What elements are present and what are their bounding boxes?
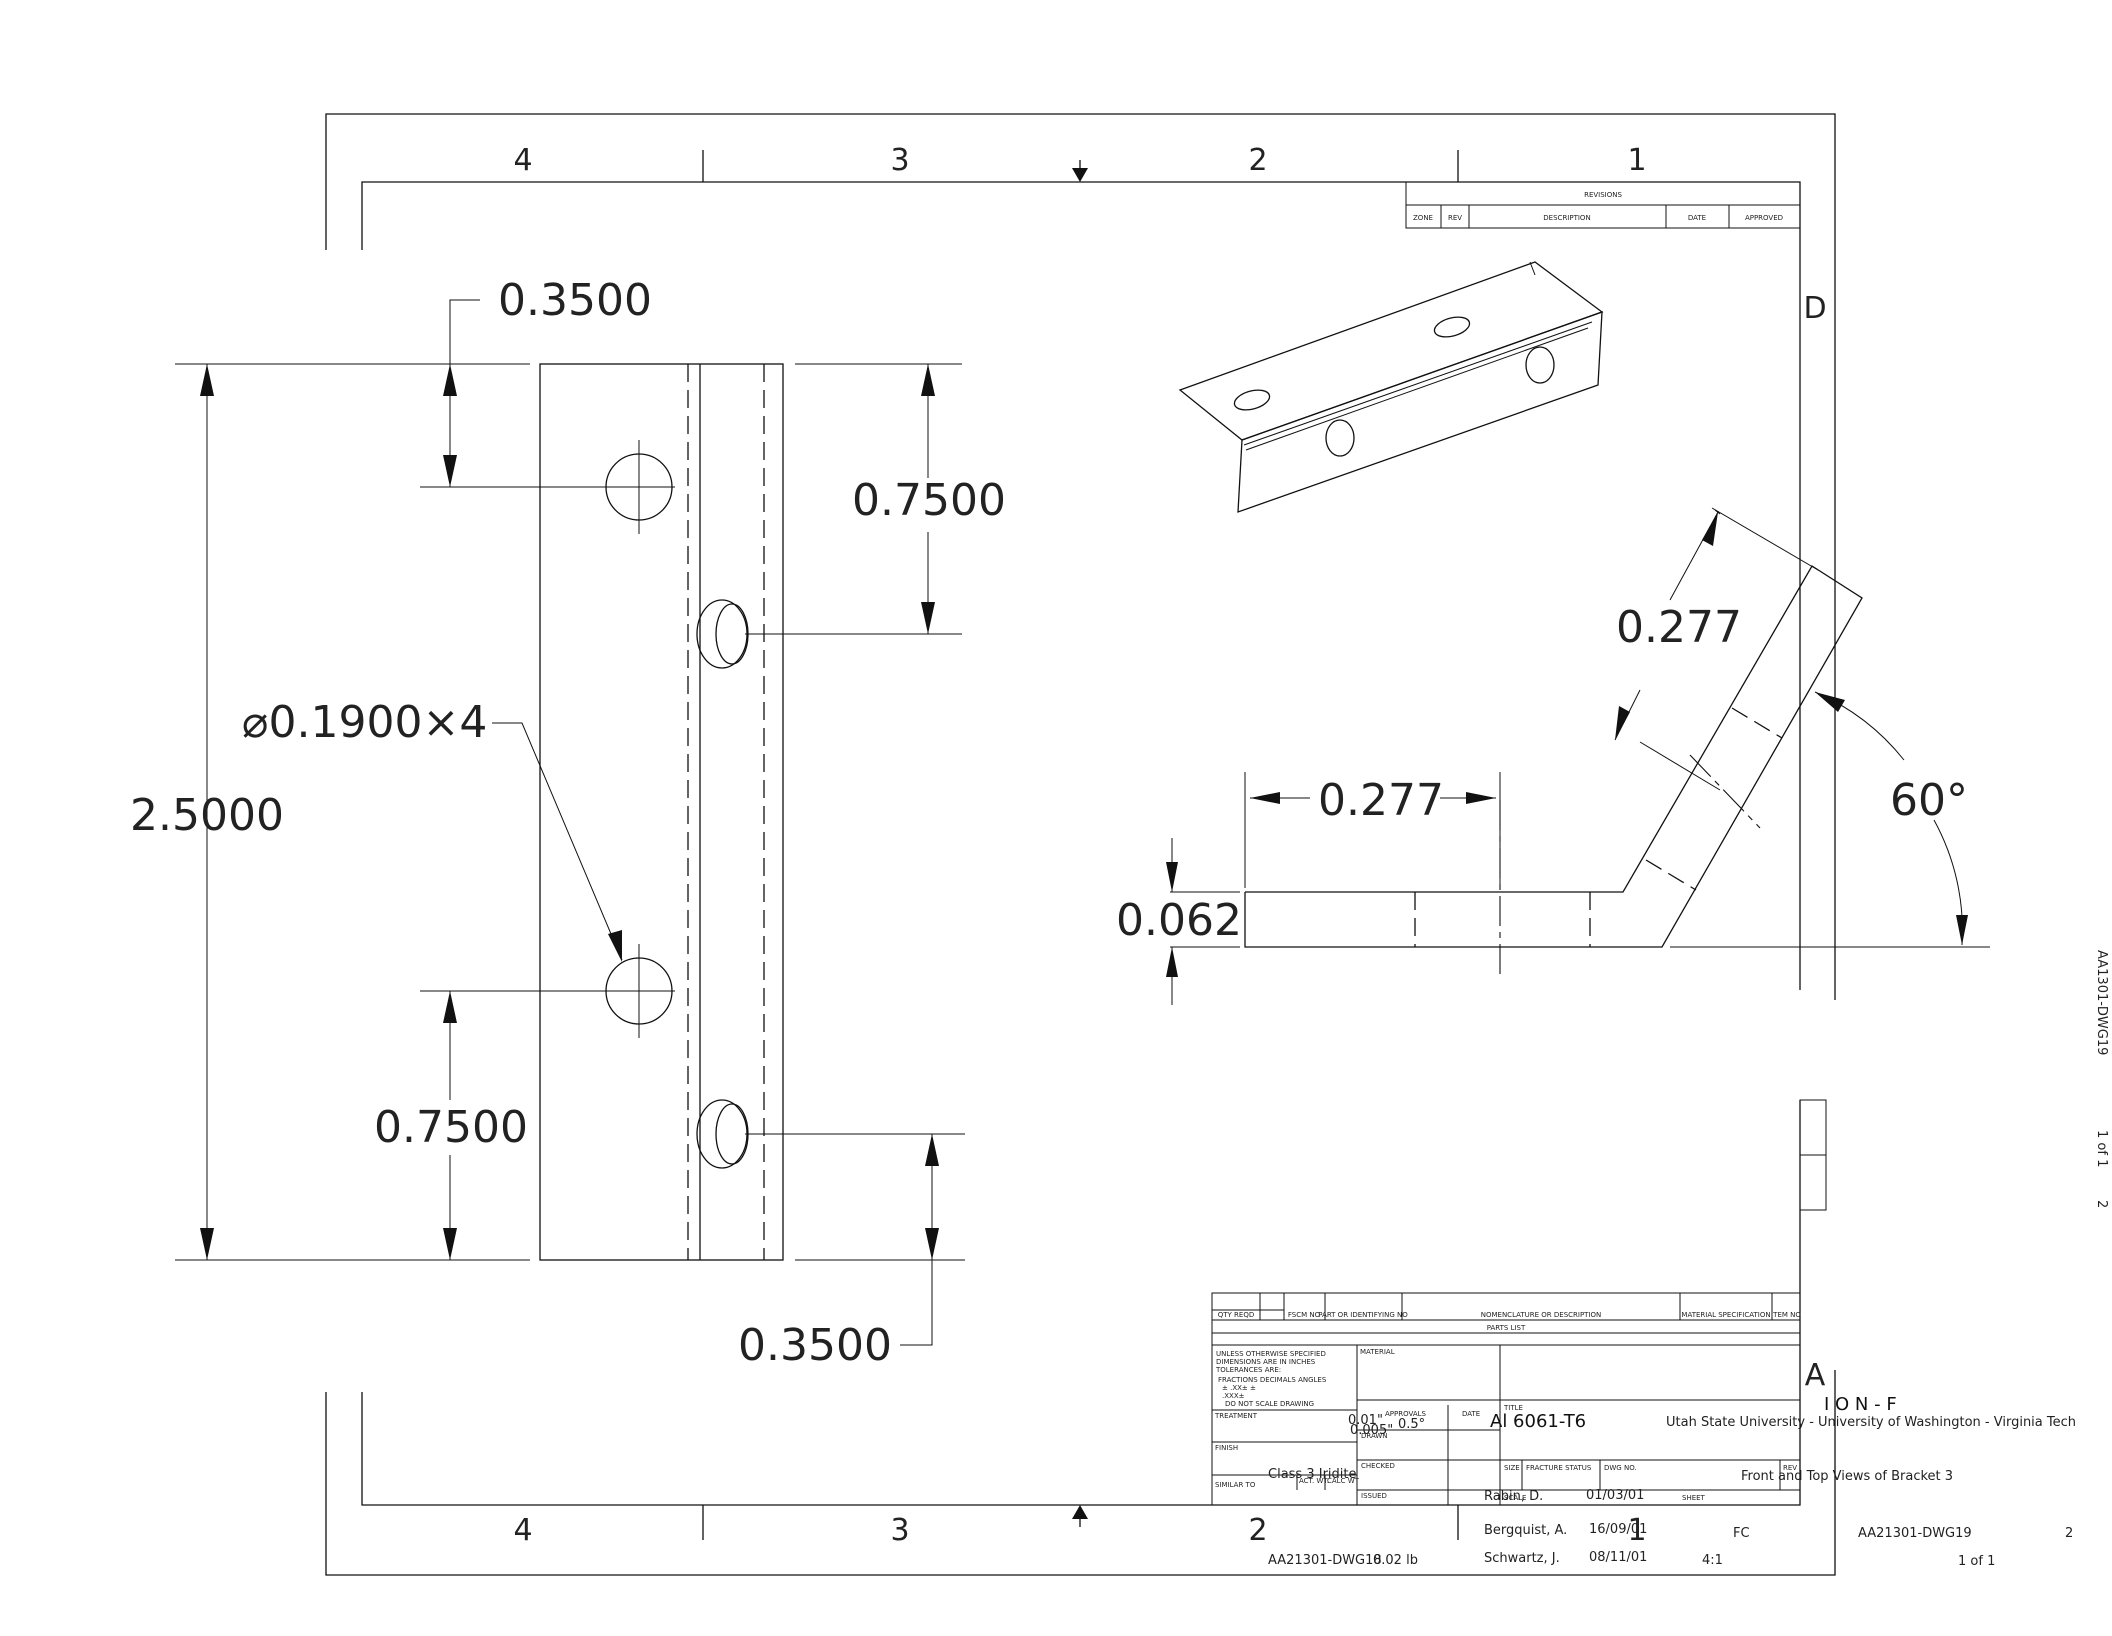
pl-nomenclature: NOMENCLATURE OR DESCRIPTION <box>1481 1311 1602 1319</box>
pl-item-no: ITEM NO <box>1771 1311 1801 1319</box>
dim-base-length: 0.277 <box>1318 775 1444 826</box>
weight-value: 0.02 lb <box>1373 1553 1418 1568</box>
scale-label: SCALE <box>1504 1494 1526 1502</box>
title-label: TITLE <box>1503 1404 1523 1412</box>
zone-bottom-1: 1 <box>1627 1513 1646 1548</box>
zone-top-4: 4 <box>513 143 532 178</box>
dim-flange-thickness: 0.277 <box>1616 602 1742 653</box>
side-view <box>1166 507 1990 1005</box>
material-label: MATERIAL <box>1360 1348 1395 1356</box>
pl-label: PARTS LIST <box>1487 1324 1526 1332</box>
scale-value: 4:1 <box>1702 1553 1723 1568</box>
revisions-col-rev: REV <box>1448 214 1462 222</box>
material-value: Al 6061-T6 <box>1490 1411 1586 1432</box>
act-wt-label: ACT. WT. <box>1299 1477 1329 1485</box>
dim-angle: 60° <box>1890 775 1968 826</box>
dim-slot-spacing-top: 0.7500 <box>852 475 1006 526</box>
finish-value: Class 3 Iridite <box>1268 1467 1357 1482</box>
size-value: FC <box>1733 1526 1750 1541</box>
notes-line-6: .XXX± <box>1222 1392 1245 1400</box>
date-label: DATE <box>1462 1410 1480 1418</box>
program-name: I O N - F <box>1824 1394 1897 1415</box>
pl-material-spec: MATERIAL SPECIFICATION <box>1681 1311 1770 1319</box>
title-block <box>1211 1292 1801 1506</box>
size-label: SIZE <box>1504 1464 1520 1472</box>
rev-label: REV <box>1783 1464 1797 1472</box>
zone-top-3: 3 <box>890 143 909 178</box>
dim-bottom-slot: 0.3500 <box>738 1320 892 1371</box>
calc-wt-label: CALC WT <box>1327 1477 1360 1485</box>
dim-overall-length: 2.5000 <box>130 790 284 841</box>
dim-thickness: 0.062 <box>1116 895 1242 946</box>
checked-label: CHECKED <box>1361 1462 1395 1470</box>
rev-value: 2 <box>2065 1526 2073 1541</box>
revisions-col-zone: ZONE <box>1413 214 1433 222</box>
notes-line-1: UNLESS OTHERWISE SPECIFIED <box>1216 1350 1326 1358</box>
dwg-no-label: DWG NO. <box>1604 1464 1637 1472</box>
drawn-label: DRAWN <box>1361 1432 1388 1440</box>
tolerance-1: 0.01" <box>1348 1413 1383 1428</box>
similar-to-value: AA21301-DWG18 <box>1268 1553 1382 1568</box>
side-rev: 2 <box>2094 1200 2109 1208</box>
zone-bottom-4: 4 <box>513 1513 532 1548</box>
drawn-by: Rabin, D. <box>1484 1489 1543 1504</box>
sheet-label: SHEET <box>1682 1494 1706 1502</box>
similar-to-label: SIMILAR TO <box>1215 1481 1256 1489</box>
treatment-label: TREATMENT <box>1214 1412 1258 1420</box>
notes-line-5: ± .XX± ± <box>1222 1384 1256 1392</box>
notes-line-2: DIMENSIONS ARE IN INCHES <box>1216 1358 1316 1366</box>
sheet-value: 1 of 1 <box>1958 1554 1995 1569</box>
drawn-date: 01/03/01 <box>1586 1488 1644 1503</box>
outer-border <box>325 113 1836 1576</box>
notes-line-3: TOLERANCES ARE: <box>1215 1366 1281 1374</box>
checked-date: 16/09/01 <box>1589 1522 1647 1537</box>
notes-line-7: DO NOT SCALE DRAWING <box>1225 1400 1314 1408</box>
zone-bottom-3: 3 <box>890 1513 909 1548</box>
issued-label: ISSUED <box>1361 1492 1387 1500</box>
zone-top-1: 1 <box>1627 143 1646 178</box>
tolerance-3: 0.005" <box>1350 1423 1393 1438</box>
edge-boxes <box>1799 1099 1827 1211</box>
zone-bottom-2: 2 <box>1248 1513 1267 1548</box>
issued-date: 08/11/01 <box>1589 1550 1647 1565</box>
pl-part-no: PART OR IDENTIFYING NO <box>1318 1311 1408 1319</box>
drawing-title: Front and Top Views of Bracket 3 <box>1741 1469 1953 1484</box>
dwg-no-value: AA21301-DWG19 <box>1858 1526 1972 1541</box>
fracture-label: FRACTURE STATUS <box>1526 1464 1592 1472</box>
organization: Utah State University - University of Wa… <box>1666 1415 2076 1430</box>
revisions-col-date: DATE <box>1688 214 1706 222</box>
revisions-col-description: DESCRIPTION <box>1543 214 1590 222</box>
finish-label: FINISH <box>1215 1444 1238 1452</box>
side-sheet: 1 of 1 <box>2094 1130 2109 1167</box>
isometric-view <box>1178 261 1604 513</box>
notes-line-4: FRACTIONS DECIMALS ANGLES <box>1218 1376 1327 1384</box>
revisions-block <box>1405 181 1801 229</box>
checked-by: Bergquist, A. <box>1484 1523 1567 1538</box>
zone-right-A: A <box>1805 1358 1826 1393</box>
pl-qty-reqd: QTY REQD <box>1218 1311 1254 1319</box>
revisions-col-approved: APPROVED <box>1745 214 1783 222</box>
dim-bottom-hole: 0.7500 <box>374 1102 528 1153</box>
revisions-title: REVISIONS <box>1584 191 1622 199</box>
side-dwg-number: AA1301-DWG19 <box>2094 950 2109 1055</box>
approvals-label: APPROVALS <box>1385 1410 1427 1418</box>
front-view <box>175 299 965 1346</box>
zone-right-D: D <box>1803 291 1826 326</box>
tolerance-2: 0.5° <box>1398 1417 1425 1432</box>
dim-hole-callout: ⌀0.1900×4 <box>242 697 487 748</box>
pl-fscm-no: FSCM NO <box>1288 1311 1321 1319</box>
dim-top-hole: 0.3500 <box>498 275 652 326</box>
zone-top-2: 2 <box>1248 143 1267 178</box>
issued-by: Schwartz, J. <box>1484 1551 1560 1566</box>
